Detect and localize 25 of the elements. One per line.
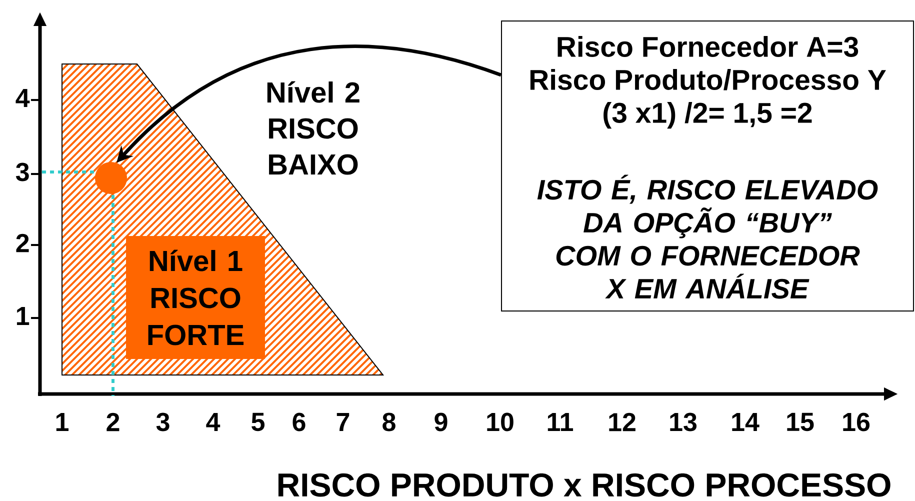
- tick-label: 13: [670, 412, 697, 432]
- tick-label: 2: [16, 234, 29, 252]
- tick-label: 6: [292, 412, 306, 432]
- tick-label: 10: [487, 412, 514, 432]
- tick-label: 7: [336, 413, 350, 431]
- tick-label: 9: [434, 412, 448, 432]
- tick-label: 14: [732, 413, 760, 431]
- tick-label: 15: [787, 412, 814, 432]
- tick-label: 5: [252, 412, 265, 432]
- tick-label: 12: [609, 412, 636, 432]
- tick-label: 4: [206, 413, 220, 431]
- risk-level-box: Nível 1 RISCO FORTE: [126, 236, 265, 359]
- tick-label: 11: [548, 413, 574, 431]
- tick-label: 1: [16, 307, 30, 325]
- tick-label: 2: [106, 412, 120, 432]
- risk-dot: [95, 162, 127, 194]
- tick-label: 4: [16, 89, 30, 107]
- tick-label: 3: [16, 162, 29, 182]
- tick-label: 1: [56, 413, 68, 431]
- axis-title: RISCO PRODUTO x RISCO PROCESSO: [278, 473, 890, 497]
- tick-label: 16: [843, 412, 870, 432]
- zone-label: Nível 2 RISCO BAIXO: [267, 81, 360, 175]
- note-box: Risco Fornecedor A=3 Risco Produto/Processo Y (3 x1) /2= 1,5 =2 ISTO É, RISCO ELEVADO DA OPÇÃO “BUY” COM O FORNECEDOR X EM ANÁLISE: [501, 20, 914, 312]
- tick-label: 3: [156, 412, 170, 432]
- tick-label: 8: [382, 412, 396, 432]
